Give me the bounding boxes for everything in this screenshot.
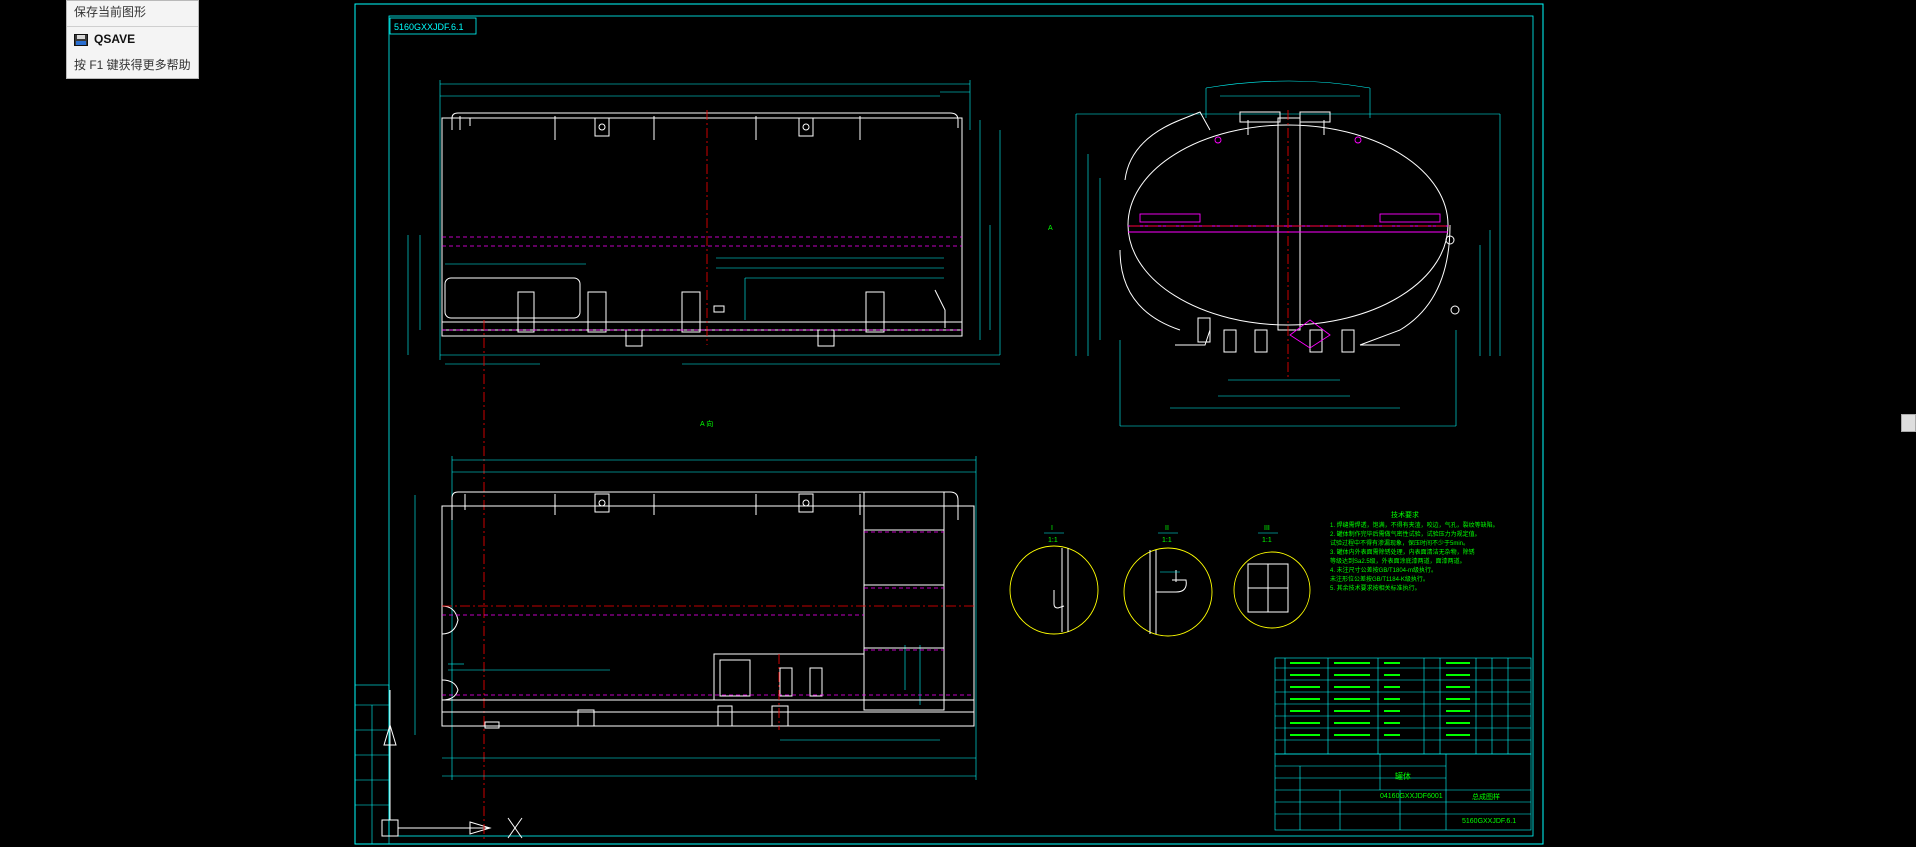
- detail-1-label: I: [1051, 525, 1053, 532]
- qsave-tooltip: 保存当前图形 QSAVE 按 F1 键获得更多帮助: [66, 0, 199, 79]
- frame-tag-box: [389, 17, 477, 35]
- detail-3-label: III: [1264, 525, 1270, 532]
- plan-view-bottom: [414, 456, 977, 780]
- sheet-border: [354, 3, 1544, 845]
- note-line: 3. 罐体内外表面需除锈处理，内表面清洁无杂物，除锈: [1330, 550, 1475, 556]
- note-line: 4. 未注尺寸公差按GB/T1804-m级执行。: [1330, 568, 1438, 574]
- title-block-name: 罐体: [1395, 771, 1411, 781]
- view-label-a: A: [1048, 225, 1053, 232]
- ucs-icon: [381, 690, 523, 839]
- end-view: [1075, 80, 1501, 427]
- detail-views: [1009, 532, 1311, 637]
- inner-frame: [388, 15, 1534, 837]
- detail-2-scale: 1:1: [1162, 537, 1172, 544]
- revision-strip: [354, 684, 390, 845]
- side-view-top: [407, 80, 1001, 840]
- view-label-a-direction: A 向: [700, 419, 713, 428]
- note-line: 等级达到Sa2.5级，外表面涂底漆两道，面漆两道。: [1330, 559, 1466, 565]
- title-block: [1274, 753, 1532, 831]
- note-line: 试验过程中不得有渗漏现象，保压时间不少于5min。: [1330, 541, 1470, 547]
- bom-table: [1274, 657, 1532, 755]
- notes-title: 技术要求: [1391, 512, 1419, 519]
- detail-2-label: II: [1165, 525, 1169, 532]
- note-line: 1. 焊缝需焊透，饱满，不得有夹渣，咬边，气孔，裂纹等缺陷。: [1330, 523, 1499, 529]
- tooltip-command: QSAVE: [94, 32, 136, 46]
- title-block-code: 5160GXXJDF.6.1: [1462, 818, 1516, 825]
- detail-1-scale: 1:1: [1048, 537, 1058, 544]
- bom-rows: [1290, 662, 1470, 736]
- title-block-drawing-no: 04160GXXJDF6001: [1380, 793, 1443, 800]
- technical-notes: 技术要求 1. 焊缝需焊透，饱满，不得有夹渣，咬边，气孔，裂纹等缺陷。 2. 罐…: [1330, 511, 1499, 594]
- note-line: 未注形位公差按GB/T1184-K级执行。: [1330, 577, 1429, 583]
- scrollbar-thumb[interactable]: [1901, 414, 1916, 432]
- frame-tag: 5160GXXJDF.6.1: [394, 22, 464, 32]
- tooltip-description: 保存当前图形: [74, 5, 147, 19]
- detail-3-scale: 1:1: [1262, 537, 1272, 544]
- save-disk-icon: [74, 34, 88, 46]
- title-block-part-title: 总成图样: [1472, 792, 1500, 801]
- note-line: 5. 其余技术要求按相关标准执行。: [1330, 586, 1421, 592]
- note-line: 2. 罐体制作完毕后需做气密性试验，试验压力为规定值。: [1330, 532, 1481, 538]
- tooltip-divider: [67, 26, 198, 27]
- vertical-scrollbar[interactable]: [1899, 0, 1916, 847]
- tooltip-help: 按 F1 键获得更多帮助: [74, 58, 191, 72]
